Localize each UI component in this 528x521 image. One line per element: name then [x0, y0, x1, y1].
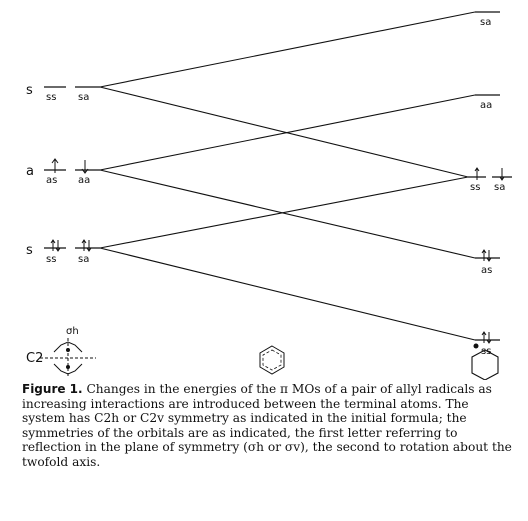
left-level-3: ss sa [44, 239, 100, 265]
electron-down-arrow [81, 160, 89, 174]
right-level-1-label: sa [480, 17, 491, 28]
line-sa-top-to-sa [99, 11, 476, 88]
right-level-2-label: aa [480, 100, 492, 111]
allyl-upper [53, 341, 83, 353]
c2-label: C2 [26, 351, 43, 366]
right-level-3-extra-label: sa [494, 182, 505, 193]
radical-dot [473, 343, 479, 349]
allyl-pair-formula: σh C2 [26, 326, 96, 378]
right-level-3-label: ss [470, 182, 480, 193]
radical-dot [66, 365, 70, 369]
left-level-3-label-b: sa [78, 254, 89, 265]
right-level-4: as [475, 249, 500, 276]
line-aa-to-as [99, 169, 476, 259]
left-sym-label-top: s [26, 83, 33, 98]
correlation-lines [99, 11, 476, 341]
hexagon-diradical [471, 343, 499, 380]
figure-caption: Figure 1. Changes in the energies of the… [22, 382, 512, 470]
right-level-1: sa [475, 11, 500, 28]
left-level-1-label-a: ss [46, 92, 56, 103]
electron-down-arrow [499, 168, 505, 181]
left-level-2-label-b: aa [78, 175, 90, 186]
line-sa-top-to-ss [99, 86, 469, 178]
left-level-1: ss sa [44, 86, 100, 103]
allyl-lower [53, 363, 83, 375]
right-level-3: ss sa [468, 167, 512, 193]
caption-text: Changes in the energies of the π MOs of … [22, 382, 512, 469]
right-level-5-label: ss [481, 346, 491, 357]
electron-up-arrow [51, 158, 59, 173]
electron-pair-arrows [481, 249, 492, 262]
right-level-4-label: as [481, 265, 492, 276]
line-aa-to-aa [99, 94, 476, 171]
electron-pair-arrows [481, 331, 492, 344]
electron-pair-arrows [81, 239, 92, 252]
left-level-3-label-a: ss [46, 254, 56, 265]
line-sa-bottom-to-ss-mid [99, 176, 469, 249]
electron-pair-arrows [50, 239, 61, 252]
left-level-1-label-b: sa [78, 92, 89, 103]
left-level-2: as aa [44, 158, 100, 186]
right-level-5: ss [475, 331, 500, 357]
left-sym-label-middle: a [26, 164, 34, 179]
electron-up-arrow [474, 167, 480, 180]
left-sym-label-bottom: s [26, 243, 33, 258]
sigma-h-label: σh [66, 326, 79, 337]
caption-label: Figure 1. [22, 382, 83, 396]
radical-dot [66, 348, 70, 352]
benzene-ring [259, 345, 285, 375]
mo-correlation-diagram: s a s ss sa as aa ss sa sa [26, 11, 512, 380]
right-level-2: aa [475, 94, 500, 111]
left-level-2-label-a: as [46, 175, 57, 186]
line-sa-bottom-to-ss-low [99, 247, 476, 341]
